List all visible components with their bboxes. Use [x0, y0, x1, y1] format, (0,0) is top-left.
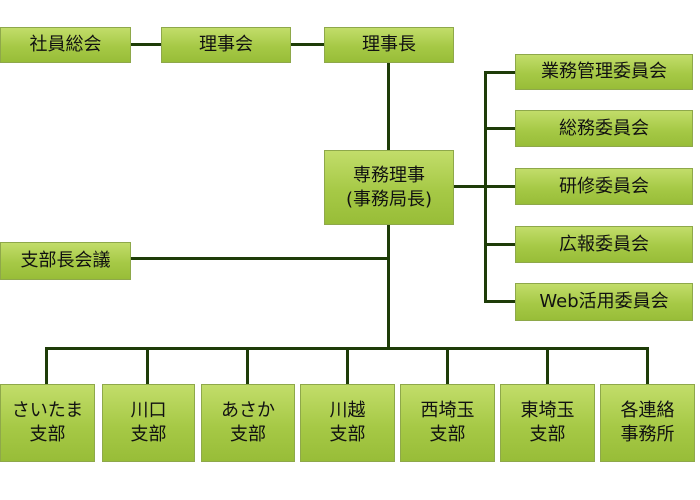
node-committee: Web活用委員会 [515, 283, 693, 321]
node-board: 理事会 [161, 27, 291, 63]
line-chairman-to-director [387, 63, 390, 151]
node-committee: 業務管理委員会 [515, 54, 693, 90]
line-committee-stub [484, 71, 516, 74]
line-branch-drop [246, 347, 249, 385]
line-board-to-chairman [290, 43, 325, 46]
line-branch-drop [446, 347, 449, 385]
line-branch-managers-meeting [130, 257, 389, 260]
node-committee: 研修委員会 [515, 168, 693, 205]
line-committee-stub [484, 185, 516, 188]
node-branch: 東埼玉 支部 [500, 384, 595, 462]
line-committee-stub [484, 243, 516, 246]
node-branch: あさか 支部 [201, 384, 295, 462]
node-branch: 西埼玉 支部 [400, 384, 495, 462]
node-chairman: 理事長 [324, 27, 454, 63]
node-branch: 川口 支部 [102, 384, 195, 462]
node-general-meeting: 社員総会 [0, 27, 131, 63]
node-executive-director: 専務理事 (事務局長) [324, 150, 454, 225]
line-general-to-board [130, 43, 162, 46]
line-director-to-committees [453, 185, 486, 188]
line-branch-drop [45, 347, 48, 385]
line-committee-stub [484, 300, 516, 303]
line-branch-drop [346, 347, 349, 385]
line-branch-drop [646, 347, 649, 385]
node-branch-managers-meeting: 支部長会議 [0, 242, 131, 280]
node-committee: 広報委員会 [515, 226, 693, 263]
node-branch: 各連絡 事務所 [600, 384, 695, 462]
line-branch-drop [146, 347, 149, 385]
line-branch-drop [546, 347, 549, 385]
node-committee: 総務委員会 [515, 110, 693, 147]
line-committee-stub [484, 127, 516, 130]
node-branch: 川越 支部 [300, 384, 395, 462]
node-branch: さいたま 支部 [0, 384, 95, 462]
line-director-trunk [387, 224, 390, 349]
